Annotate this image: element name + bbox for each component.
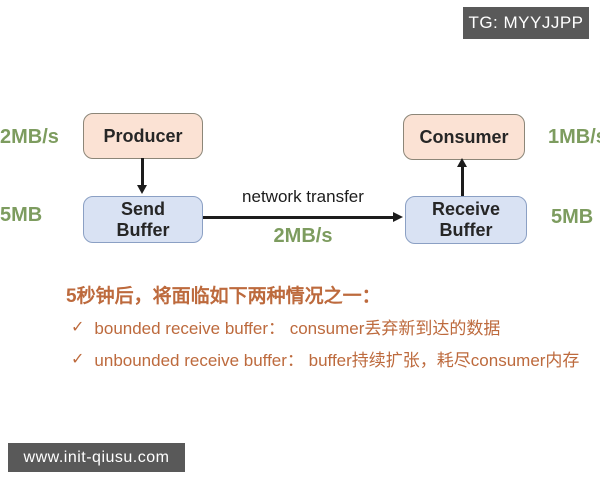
check-icon: ✓ bbox=[71, 351, 85, 368]
site-watermark-text: www.init-qiusu.com bbox=[23, 448, 170, 466]
note-item-bounded: ✓ bounded receive buffer： consumer丢弃新到达的… bbox=[71, 318, 500, 340]
send-buffer-node: Send Buffer bbox=[83, 196, 203, 243]
note-item-text: bounded receive buffer： consumer丢弃新到达的数据 bbox=[94, 319, 501, 338]
receive-buffer-size-label: 5MB bbox=[551, 206, 594, 228]
send-buffer-node-label: Send Buffer bbox=[116, 198, 170, 240]
consumer-node: Consumer bbox=[403, 114, 525, 160]
producer-rate-label: 2MB/s bbox=[0, 126, 59, 148]
tg-watermark-badge: TG: MYYJJPP bbox=[463, 7, 589, 39]
send-buffer-size-label: 5MB bbox=[0, 204, 43, 226]
tg-watermark-text: TG: MYYJJPP bbox=[468, 13, 584, 32]
note-item-text: unbounded receive buffer： buffer持续扩张，耗尽c… bbox=[94, 351, 580, 370]
check-icon: ✓ bbox=[71, 319, 85, 336]
consumer-node-label: Consumer bbox=[419, 126, 509, 147]
network-transfer-arrowhead bbox=[393, 211, 403, 222]
network-transfer-rate-label: 2MB/s bbox=[273, 225, 333, 247]
notes-heading: 5秒钟后，将面临如下两种情况之一： bbox=[66, 286, 381, 307]
receive-buffer-to-consumer-arrowhead bbox=[457, 158, 467, 167]
receive-buffer-to-consumer-arrow bbox=[461, 167, 464, 196]
producer-to-send-buffer-arrow bbox=[141, 158, 144, 187]
receive-buffer-node-label: Receive Buffer bbox=[431, 199, 501, 240]
site-watermark-badge: www.init-qiusu.com bbox=[8, 443, 185, 472]
producer-node: Producer bbox=[83, 113, 203, 159]
producer-to-send-buffer-arrowhead bbox=[137, 185, 147, 194]
network-transfer-label: network transfer bbox=[242, 187, 364, 206]
receive-buffer-node: Receive Buffer bbox=[405, 196, 527, 244]
consumer-rate-label: 1MB/s bbox=[548, 126, 600, 148]
network-transfer-arrow bbox=[203, 216, 394, 219]
note-item-unbounded: ✓ unbounded receive buffer： buffer持续扩张，耗… bbox=[71, 350, 579, 372]
producer-node-label: Producer bbox=[103, 125, 183, 146]
